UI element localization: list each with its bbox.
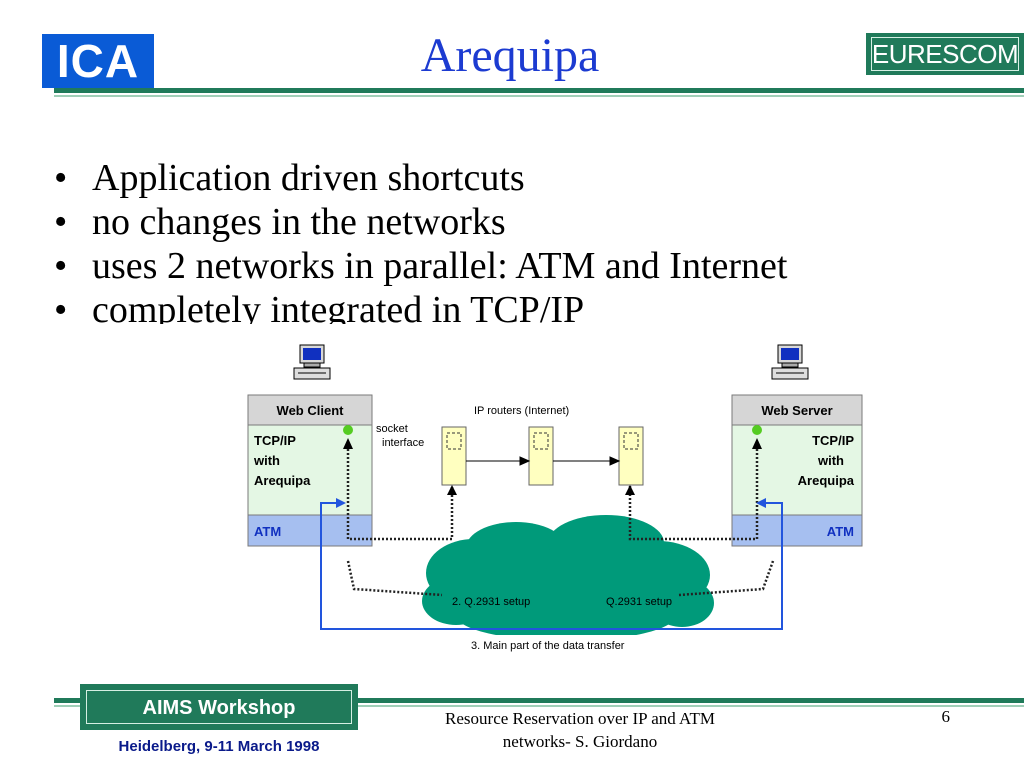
workshop-date: Heidelberg, 9-11 March 1998 [118, 738, 320, 755]
header-rule-thin [54, 95, 1024, 97]
socket-label: interface [382, 437, 424, 449]
setup-label-left: 2. Q.2931 setup [452, 596, 530, 608]
computer-icon [293, 344, 331, 380]
router-links [466, 456, 621, 466]
bullet-text: Application driven shortcuts [92, 157, 525, 199]
eurescom-logo-text: EURESCOM [871, 39, 1019, 69]
workshop-name: AIMS Workshop [142, 697, 296, 719]
footer-citation-line: networks- S. Giordano [502, 732, 658, 751]
router-icon [618, 426, 644, 486]
bullet-dot: • [54, 289, 68, 324]
footer-rule [54, 698, 1024, 703]
footer-citation-line: Resource Reservation over IP and ATM [445, 709, 715, 728]
web-server-title: Web Server [761, 403, 832, 418]
slide-title: Arequipa [420, 29, 600, 82]
setup-label-right: Q.2931 setup [606, 596, 672, 608]
bullet-dot: • [54, 157, 68, 199]
socket-dot [752, 425, 762, 435]
header-rule [54, 88, 1024, 93]
client-stack-line: TCP/IP [254, 433, 296, 448]
workshop-badge-frame [86, 690, 352, 724]
arequipa-diagram: Web Client TCP/IP with Arequipa ATM Web … [247, 344, 863, 655]
router-icon [441, 426, 467, 486]
web-server-box: Web Server TCP/IP with Arequipa ATM [731, 394, 863, 547]
server-stack-line: Arequipa [798, 473, 855, 488]
arrow-icon [756, 498, 766, 508]
socket-label: socket [376, 423, 408, 435]
bullet-dot: • [54, 245, 68, 287]
transfer-label: 3. Main part of the data transfer [471, 640, 625, 652]
bullet-list: • Application driven shortcuts • no change… [54, 156, 787, 324]
server-stack-line: with [817, 453, 844, 468]
arrow-icon [336, 498, 346, 508]
data-transfer-path [320, 502, 783, 630]
bullet-item: • uses 2 networks in parallel: ATM and In… [54, 244, 787, 288]
server-atm-label: ATM [827, 524, 854, 539]
eurescom-logo: EURESCOM [866, 33, 1024, 75]
web-client-title: Web Client [277, 403, 345, 418]
router-icon [528, 426, 554, 486]
dotted-paths [346, 445, 775, 597]
bullet-item: • no changes in the networks [54, 200, 787, 244]
bullet-dot: • [54, 201, 68, 243]
web-client-box: Web Client TCP/IP with Arequipa ATM [247, 394, 373, 547]
workshop-badge: AIMS Workshop [80, 684, 358, 730]
socket-dot [343, 425, 353, 435]
footer-citation: Resource Reservation over IP and ATM net… [400, 707, 760, 753]
bullet-item: • Application driven shortcuts [54, 156, 787, 200]
server-stack-line: TCP/IP [812, 433, 854, 448]
computer-icon [771, 344, 809, 380]
footer-rule-thin [54, 705, 1024, 707]
bullet-text: uses 2 networks in parallel: ATM and Int… [92, 245, 788, 287]
transfer-label-bg [465, 635, 669, 655]
routers-label: IP routers (Internet) [474, 405, 569, 417]
bullet-text: no changes in the networks [92, 201, 506, 243]
bullet-item: • completely integrated in TCP/IP [54, 288, 787, 324]
client-stack-line: with [253, 453, 280, 468]
eurescom-logo-frame [871, 37, 1019, 71]
atm-network-cloud [422, 515, 714, 641]
client-atm-label: ATM [254, 524, 281, 539]
page-number: 6 [941, 707, 951, 726]
ica-logo: ICA [42, 34, 154, 88]
client-stack-line: Arequipa [254, 473, 311, 488]
bullet-text: completely integrated in TCP/IP [92, 289, 585, 324]
path-arrowheads [343, 438, 762, 495]
